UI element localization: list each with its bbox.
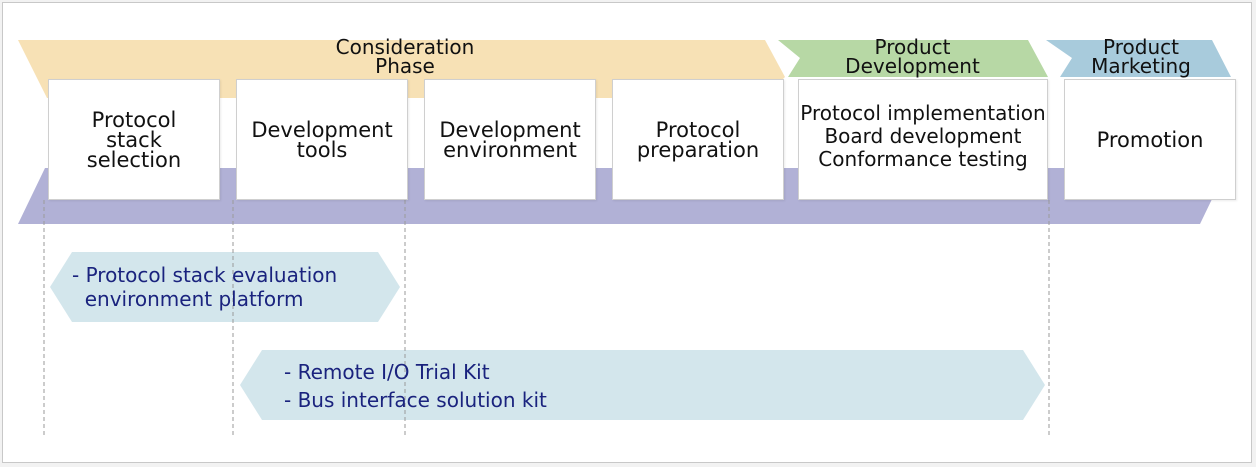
- stage-label-line: Promotion: [1096, 127, 1204, 152]
- phase-label-marketing: Product Marketing: [1070, 37, 1212, 77]
- stage-label-line: tools: [296, 137, 348, 162]
- stage-box-development-environment: Development environment: [424, 79, 596, 200]
- stage-box-protocol-preparation: Protocol preparation: [612, 79, 784, 200]
- stage-label-line: Board development: [824, 124, 1022, 148]
- tool-label-line: - Remote I/O Trial Kit: [284, 360, 490, 384]
- tool-label-protocol-stack-evaluation: - Protocol stack evaluation environment …: [72, 262, 392, 312]
- stage-label-line: environment: [443, 137, 577, 162]
- stage-box-product-development: Protocol implementation Board developmen…: [798, 79, 1048, 200]
- phase-label-line: Consideration: [335, 35, 475, 59]
- stage-label-line: Conformance testing: [818, 147, 1028, 171]
- stage-box-development-tools: Development tools: [236, 79, 408, 200]
- stage-label-line: Development: [439, 117, 581, 142]
- stage-label-line: stack: [106, 127, 162, 152]
- stage-label-line: Protocol: [655, 117, 741, 142]
- tool-label-line: - Bus interface solution kit: [284, 388, 547, 412]
- tool-label-remote-io-kit: - Remote I/O Trial Kit - Bus interface s…: [284, 358, 704, 414]
- stage-label-line: selection: [86, 147, 182, 172]
- tool-arrow-remote-io-kit: [240, 350, 1045, 420]
- phase-label-line: Marketing: [1091, 54, 1191, 78]
- phase-label-development: Product Development: [805, 37, 1020, 77]
- phase-label-consideration: Consideration Phase: [300, 37, 510, 77]
- tool-arrow-protocol-stack-evaluation: [50, 252, 400, 322]
- stage-label-line: preparation: [636, 137, 760, 162]
- stage-label-line: Protocol: [91, 107, 177, 132]
- phase-banner-development: [778, 40, 1048, 77]
- stage-label-line: Development: [251, 117, 393, 142]
- stage-label-line: Protocol implementation: [800, 101, 1046, 125]
- phase-label-line: Development: [845, 54, 980, 78]
- phase-label-line: Product: [1103, 35, 1179, 59]
- phase-banner-marketing: [1046, 40, 1231, 77]
- phase-label-line: Product: [874, 35, 951, 59]
- stage-box-promotion: Promotion: [1064, 79, 1236, 200]
- phase-label-line: Phase: [375, 54, 435, 78]
- tool-label-line: - Protocol stack evaluation: [72, 263, 338, 287]
- tool-label-line: environment platform: [72, 287, 304, 311]
- stage-box-protocol-stack-selection: Protocol stack selection: [48, 79, 220, 200]
